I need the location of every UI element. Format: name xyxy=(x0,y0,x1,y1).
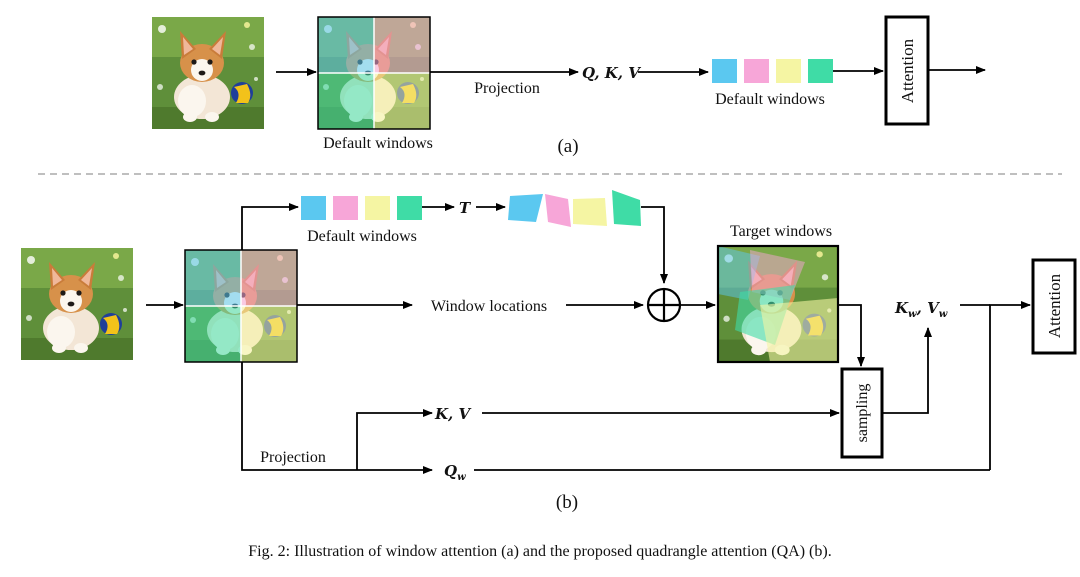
kv-label: K, V xyxy=(434,405,471,423)
default-window-grid-b xyxy=(185,250,297,362)
attention-box-b xyxy=(1031,258,1077,355)
panel-a: Default windows Projection Q, K, V Defau… xyxy=(152,15,986,157)
caption-b: (b) xyxy=(556,492,578,513)
grid-label-a: Default windows xyxy=(323,135,433,152)
t-label: T xyxy=(459,199,472,217)
dog-photo-b xyxy=(21,248,133,360)
attention-label-b: Attention xyxy=(1045,273,1064,338)
default-window-grid-a xyxy=(318,17,430,129)
window-locations-label: Window locations xyxy=(431,298,547,315)
svg-text:Kw, Vw: Kw, Vw xyxy=(894,299,948,320)
windows-label-a: Default windows xyxy=(715,91,825,108)
default-windows-row-b xyxy=(301,196,422,220)
attention-box-a xyxy=(884,15,930,126)
attention-label-a: Attention xyxy=(898,38,917,103)
default-windows-row-a xyxy=(712,59,833,83)
qkv-label: Q, K, V xyxy=(582,64,641,82)
panel-b: Default windows T Window locations Targe… xyxy=(21,190,1077,513)
default-windows-label-b: Default windows xyxy=(307,228,417,245)
sampling-box xyxy=(840,367,884,459)
target-windows-image xyxy=(718,246,838,362)
qw-label: Qw xyxy=(444,462,466,483)
svg-text:Qw: Qw xyxy=(444,462,466,483)
projection-label-b: Projection xyxy=(260,449,326,466)
target-windows-label: Target windows xyxy=(730,223,832,240)
kw-vw-label: Kw, Vw xyxy=(894,299,948,320)
caption-a: (a) xyxy=(557,136,578,157)
figure-caption: Fig. 2: Illustration of window attention… xyxy=(248,543,831,560)
plus-circle-icon xyxy=(646,287,682,323)
dog-photo-a xyxy=(152,17,264,129)
transformed-windows-row xyxy=(508,190,641,227)
sampling-label: sampling xyxy=(854,384,871,443)
projection-label-a: Projection xyxy=(474,80,540,97)
